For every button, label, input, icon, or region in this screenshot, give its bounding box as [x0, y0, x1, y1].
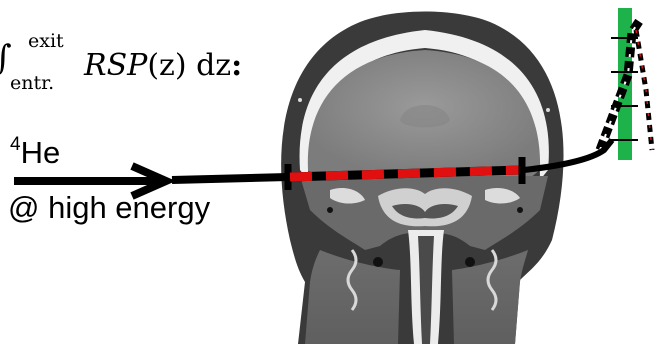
integral-lower-limit: entr. — [10, 72, 54, 94]
differential: dz — [187, 48, 232, 83]
integrand-argument: (z) — [147, 48, 186, 83]
particle-label: 4He — [10, 134, 60, 171]
wepl-formula: ∫ exit entr. RSP(z) dz: — [0, 18, 280, 98]
integral-upper-limit: exit — [28, 30, 64, 52]
particle-mass-number: 4 — [10, 134, 21, 155]
particle-symbol: He — [21, 135, 61, 170]
integrand-function: RSP — [84, 48, 147, 83]
integrand: RSP(z) dz: — [84, 48, 242, 83]
formula-colon: : — [231, 48, 242, 83]
energy-label: @ high energy — [8, 190, 210, 226]
